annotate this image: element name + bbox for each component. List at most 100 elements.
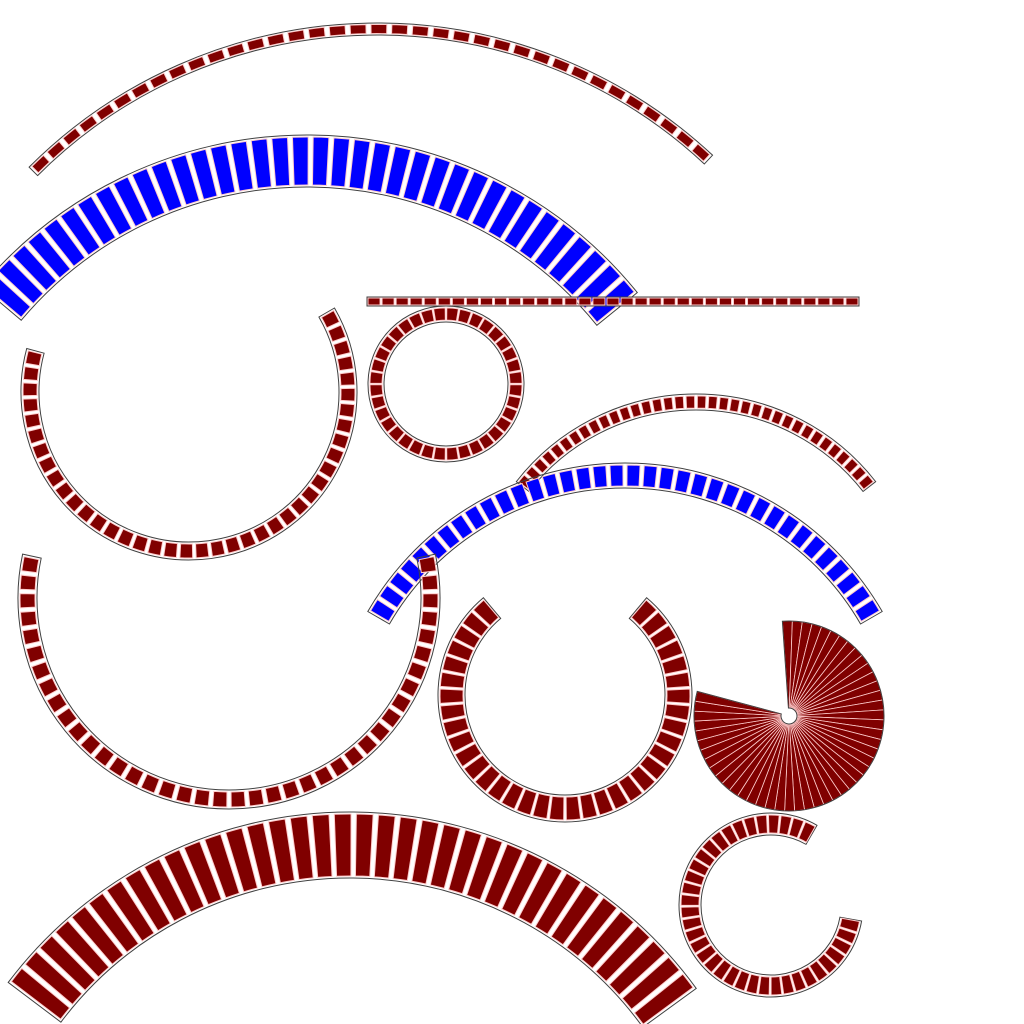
segment (332, 339, 351, 357)
segment (577, 424, 593, 441)
segment (437, 297, 451, 306)
segment (130, 81, 151, 99)
segment (655, 730, 683, 753)
segment (704, 477, 725, 503)
segment (340, 387, 356, 402)
bar-straight-top (366, 296, 860, 307)
segment (356, 733, 379, 756)
segment (338, 402, 356, 418)
segment (578, 297, 592, 306)
segment (22, 366, 40, 382)
segment (407, 439, 425, 456)
segment (541, 450, 557, 467)
segment (607, 409, 622, 426)
segment (102, 521, 122, 541)
segment (307, 26, 326, 39)
segment (477, 432, 495, 451)
segment (291, 136, 309, 186)
band-outline (678, 812, 863, 998)
segment (680, 906, 701, 919)
segment (157, 779, 177, 800)
segment (801, 534, 827, 561)
segment (472, 599, 500, 627)
segment (494, 335, 513, 353)
segment (551, 57, 571, 73)
segment (12, 244, 58, 292)
segment (457, 443, 472, 460)
segment (447, 730, 475, 753)
segment (247, 788, 265, 807)
segment (327, 324, 347, 343)
segment (508, 370, 523, 384)
band-outline (20, 307, 358, 561)
segment (457, 308, 472, 325)
segment (402, 150, 432, 203)
segment (349, 24, 367, 35)
segment (522, 297, 536, 306)
segment (287, 29, 306, 43)
segment (579, 792, 598, 820)
segment (518, 210, 561, 260)
segment (463, 504, 488, 531)
segment (689, 472, 709, 498)
arc-left-lower-horseshoe (17, 553, 441, 810)
segment (696, 395, 707, 409)
segment (525, 477, 546, 503)
band-outline (693, 620, 885, 812)
segment (95, 103, 115, 121)
segment (826, 442, 843, 460)
segment (639, 754, 667, 781)
segment (799, 965, 819, 988)
segment (624, 94, 645, 112)
segment (449, 513, 474, 540)
band-outline-inner (383, 321, 509, 447)
segment (19, 574, 37, 591)
segment (22, 627, 41, 646)
segment (680, 894, 701, 906)
segment (378, 584, 405, 609)
segment (483, 843, 524, 908)
segment (666, 688, 691, 704)
segment (193, 788, 211, 807)
segment (505, 358, 522, 373)
segment (592, 297, 606, 306)
segment (695, 944, 717, 965)
segment (770, 975, 783, 996)
segment (681, 916, 703, 931)
segment (605, 782, 630, 810)
segment (486, 424, 505, 443)
segment (745, 973, 761, 995)
segment (486, 325, 505, 344)
segment (267, 818, 296, 884)
segment (664, 671, 691, 689)
segment (691, 143, 711, 162)
segment (701, 838, 723, 860)
segment (835, 927, 857, 945)
segment (664, 703, 691, 721)
segment (467, 439, 485, 456)
segment (369, 384, 384, 398)
segment (501, 852, 544, 917)
segment (501, 405, 518, 423)
segment (374, 405, 391, 423)
segment (418, 556, 437, 574)
segment (532, 792, 551, 820)
segment (452, 30, 471, 43)
sunburst-disc (693, 620, 885, 812)
segment (224, 827, 259, 893)
segment (575, 466, 592, 491)
segment (442, 655, 469, 675)
segment (778, 815, 793, 836)
segment (56, 707, 78, 729)
segment (88, 512, 109, 533)
segment (373, 814, 396, 879)
segment (817, 297, 831, 306)
segment (22, 398, 39, 413)
segment (123, 765, 145, 787)
segment (328, 24, 347, 37)
segment (626, 464, 641, 487)
segment (93, 745, 115, 768)
segment (767, 814, 780, 834)
segment (238, 530, 257, 550)
segment (195, 542, 210, 559)
